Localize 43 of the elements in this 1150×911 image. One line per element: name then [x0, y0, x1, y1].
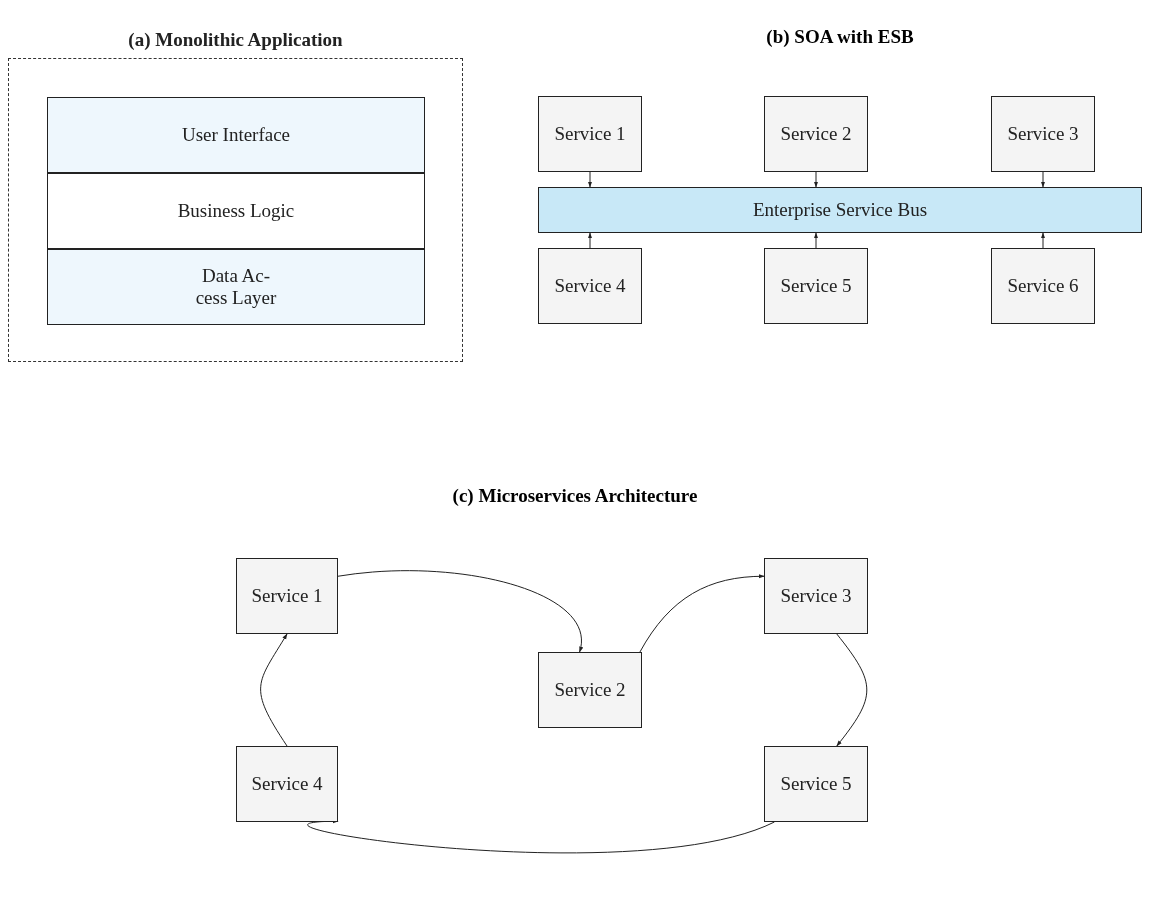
node-label: Business Logic: [177, 200, 295, 222]
service-box: [538, 652, 642, 728]
node-label: Service 3: [1007, 123, 1079, 145]
node-label: Service 2: [554, 679, 626, 701]
service-box: [764, 96, 868, 172]
arrow: [813, 232, 819, 249]
service-box: [991, 96, 1095, 172]
arrow: [813, 171, 819, 188]
service-box: [991, 248, 1095, 324]
service-box: [764, 248, 868, 324]
arrow: [1040, 171, 1046, 188]
arrow: [587, 171, 593, 188]
node-label: Service 4: [554, 275, 626, 297]
node-label: Service 3: [780, 585, 852, 607]
panel-title: (c) Microservices Architecture: [452, 485, 698, 507]
bus-bar: [538, 187, 1142, 233]
node-label: Enterprise Service Bus: [752, 199, 928, 221]
arrow: [260, 633, 288, 747]
layer-box: [47, 97, 425, 173]
arrow: [337, 570, 583, 653]
layer-box: [47, 173, 425, 249]
node-label: Service 4: [251, 773, 323, 795]
node-label: Service 5: [780, 275, 852, 297]
arrow: [1040, 232, 1046, 249]
node-label: Service 1: [251, 585, 323, 607]
service-box: [764, 746, 868, 822]
node-label: Service 5: [780, 773, 852, 795]
node-label: Service 6: [1007, 275, 1079, 297]
service-box: [538, 248, 642, 324]
service-box: [236, 746, 338, 822]
arrow: [836, 633, 868, 747]
node-label: Service 2: [780, 123, 852, 145]
node-label: Data Ac- cess Layer: [194, 265, 278, 309]
arrow: [639, 574, 765, 653]
panel-title: (b) SOA with ESB: [766, 26, 914, 48]
service-box: [236, 558, 338, 634]
node-label: Service 1: [554, 123, 626, 145]
panel-title: (a) Monolithic Application: [128, 29, 343, 51]
service-box: [764, 558, 868, 634]
service-box: [538, 96, 642, 172]
arrow: [587, 232, 593, 249]
node-label: User Interface: [181, 124, 291, 146]
layer-box: [47, 249, 425, 325]
